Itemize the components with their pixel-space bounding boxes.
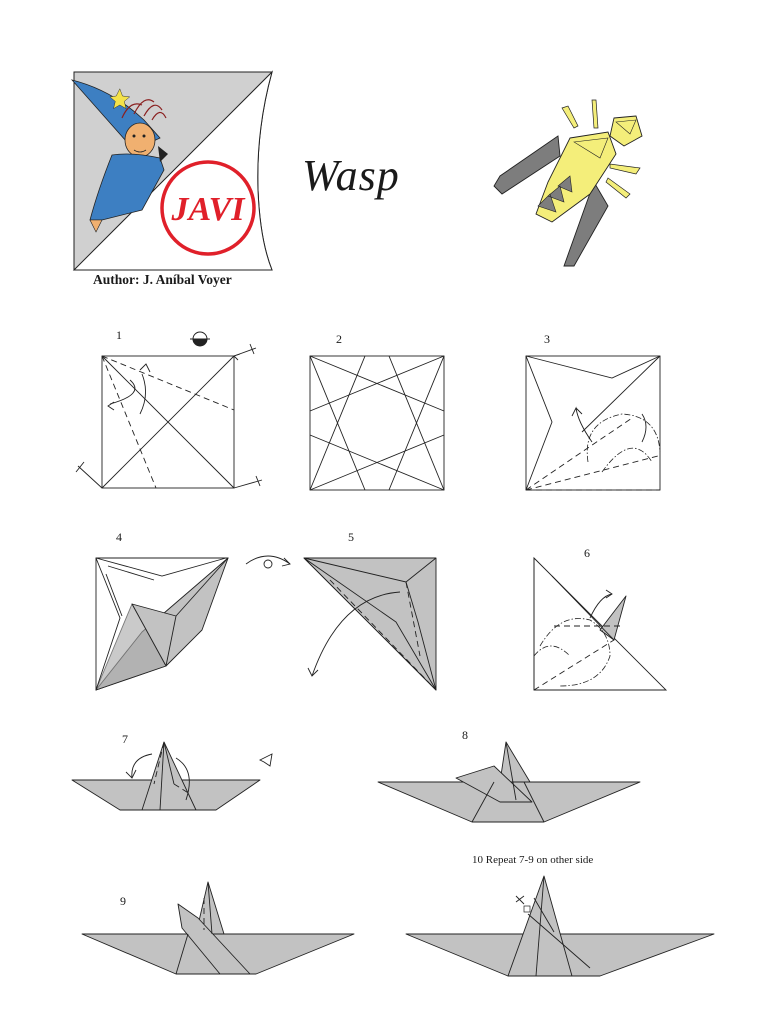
page-title: Wasp bbox=[302, 151, 400, 200]
logo-text: JAVI bbox=[170, 191, 246, 228]
step-6-diagram bbox=[533, 556, 668, 691]
turn-over-icon bbox=[190, 331, 210, 347]
step-9-number: 9 bbox=[120, 894, 126, 908]
step-5-diagram bbox=[303, 557, 437, 691]
rotate-icon bbox=[245, 555, 291, 569]
step-2-number: 2 bbox=[336, 332, 342, 346]
step-4-number: 4 bbox=[116, 530, 122, 544]
step-9-diagram bbox=[81, 881, 355, 975]
step-7-diagram bbox=[71, 741, 273, 811]
step-2-diagram bbox=[309, 355, 445, 491]
step-8-number: 8 bbox=[462, 728, 468, 742]
step-5-number: 5 bbox=[348, 530, 354, 544]
step-4-diagram bbox=[95, 557, 229, 691]
step-3-number: 3 bbox=[544, 332, 550, 346]
step-1-diagram bbox=[75, 343, 263, 489]
step-6-number: 6 bbox=[584, 546, 590, 560]
author-logo: JAVI bbox=[70, 70, 273, 271]
step-10-diagram bbox=[405, 875, 715, 977]
step-7-number: 7 bbox=[122, 732, 128, 746]
step-1-number: 1 bbox=[116, 328, 122, 342]
step-8-diagram bbox=[377, 741, 641, 823]
step-10-caption: 10 Repeat 7-9 on other side bbox=[472, 854, 594, 866]
author-credit: Author: J. Aníbal Voyer bbox=[93, 272, 232, 287]
wasp-illustration bbox=[493, 99, 643, 267]
step-3-diagram bbox=[525, 355, 661, 491]
